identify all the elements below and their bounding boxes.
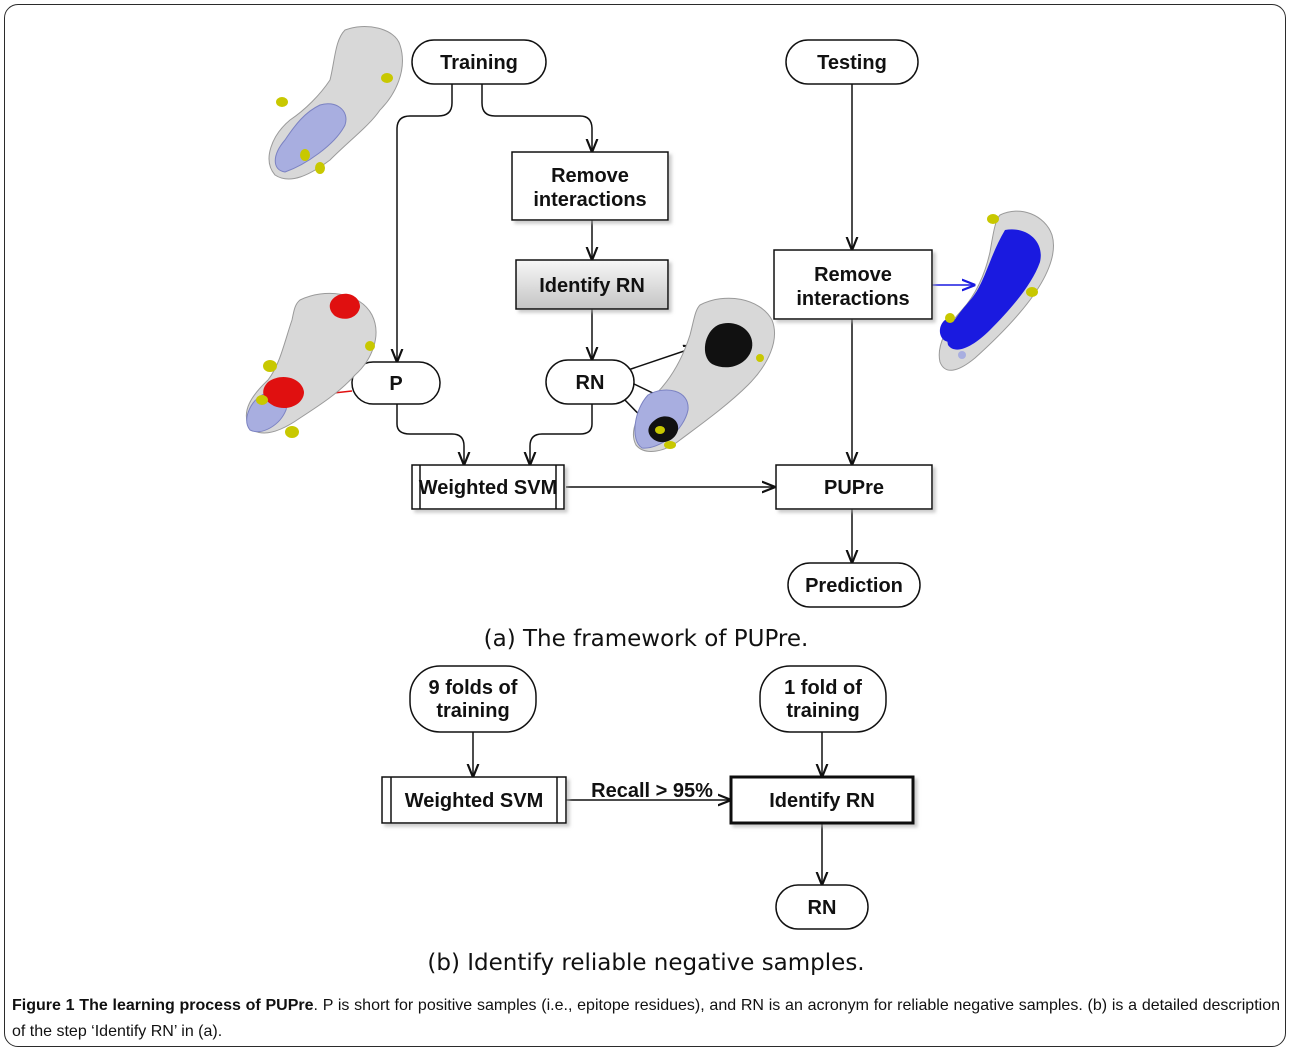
pupre-diagram: Training Testing Remove interactions Ide… [245,26,1054,976]
svg-text:9 folds of: 9 folds of [429,677,518,699]
svg-text:P: P [389,373,402,395]
node-one-fold-training: 1 fold of training [759,665,887,733]
svg-text:training: training [436,700,509,722]
protein-structure-reliable-negative [632,297,776,452]
svg-text:PUPre: PUPre [824,477,884,499]
svg-text:Remove: Remove [814,264,892,286]
node-weighted-svm: Weighted SVM [411,464,565,510]
svg-text:RN: RN [576,372,605,394]
protein-structure-testing [938,210,1054,371]
svg-text:Weighted SVM: Weighted SVM [405,790,544,812]
svg-text:interactions: interactions [796,288,909,310]
panel-b-caption: (b) Identify reliable negative samples. [427,950,864,976]
node-rn: RN [545,359,635,405]
protein-structure-positive [245,292,377,438]
node-identify-rn-b: Identify RN [729,775,915,825]
svg-text:Identify RN: Identify RN [769,790,875,812]
svg-text:Training: Training [440,52,518,74]
node-training: Training [411,39,547,85]
svg-text:training: training [786,700,859,722]
panel-a-caption: (a) The framework of PUPre. [484,626,809,652]
node-testing: Testing [785,39,919,85]
edge-p-to-svm [396,404,464,464]
figure-frame [4,4,1286,1047]
figure-caption: Figure 1 The learning process of PUPre. … [12,993,1280,1045]
edge-label-recall: Recall > 95% [591,780,713,802]
figure-caption-text: . P is short for positive samples (i.e.,… [12,997,1280,1040]
node-nine-folds-training: 9 folds of training [409,665,537,733]
svg-text:Testing: Testing [817,52,887,74]
edge-training-to-remove [481,84,592,151]
svg-text:interactions: interactions [533,189,646,211]
node-pupre: PUPre [775,464,933,510]
node-remove-interactions-testing: Remove interactions [773,249,933,320]
svg-text:RN: RN [808,897,837,919]
svg-text:Weighted SVM: Weighted SVM [419,477,558,499]
svg-text:Remove: Remove [551,165,629,187]
edge-rn-to-svm [530,404,593,464]
panel-b-edges [473,732,822,884]
protein-structure-training [268,26,403,180]
svg-text:Identify RN: Identify RN [539,275,645,297]
node-weighted-svm-b: Weighted SVM [381,776,567,824]
node-remove-interactions-training: Remove interactions [511,151,669,221]
node-identify-rn: Identify RN [515,259,669,310]
svg-text:1 fold of: 1 fold of [784,677,862,699]
svg-text:Prediction: Prediction [805,575,903,597]
edge-training-to-p [397,84,453,361]
node-prediction: Prediction [787,562,921,608]
node-p: P [351,361,441,405]
figure-caption-label: Figure 1 The learning process of PUPre [12,997,314,1014]
node-rn-b: RN [775,884,869,930]
